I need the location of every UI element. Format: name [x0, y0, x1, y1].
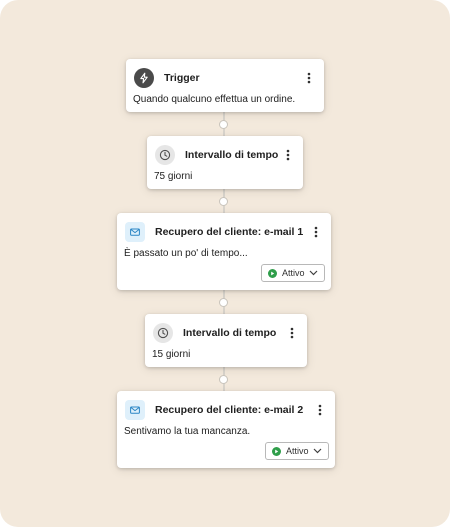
play-icon [268, 268, 277, 278]
email-card[interactable]: Recupero del cliente: e-mail 1 È passato… [117, 213, 331, 290]
step-title: Intervallo di tempo [183, 327, 277, 339]
step-title: Recupero del cliente: e-mail 2 [155, 404, 304, 416]
more-options-icon[interactable] [313, 401, 327, 419]
play-icon [272, 446, 281, 456]
clock-icon [155, 145, 175, 165]
interval-value: 15 giorni [152, 349, 191, 360]
email-card[interactable]: Recupero del cliente: e-mail 2 Sentivamo… [117, 391, 335, 468]
trigger-card[interactable]: Trigger Quando qualcuno effettua un ordi… [126, 59, 324, 112]
lightning-icon [134, 68, 154, 88]
step-title: Trigger [164, 72, 200, 84]
add-step-dot[interactable] [219, 120, 228, 129]
mail-icon [125, 222, 145, 242]
more-options-icon[interactable] [302, 69, 316, 87]
time-interval-card[interactable]: Intervallo di tempo 75 giorni [147, 136, 303, 189]
email-preview: È passato un po' di tempo... [124, 248, 248, 259]
add-step-dot[interactable] [219, 298, 228, 307]
more-options-icon[interactable] [309, 223, 323, 241]
chevron-down-icon [313, 448, 322, 454]
interval-value: 75 giorni [154, 171, 193, 182]
email-preview: Sentivamo la tua mancanza. [124, 426, 251, 437]
step-title: Recupero del cliente: e-mail 1 [155, 226, 304, 238]
add-step-dot[interactable] [219, 375, 228, 384]
status-dropdown[interactable]: Attivo [261, 264, 325, 282]
step-description: Quando qualcuno effettua un ordine. [133, 94, 296, 105]
step-title: Intervallo di tempo [185, 149, 279, 161]
more-options-icon[interactable] [281, 146, 295, 164]
status-label: Attivo [282, 268, 305, 278]
clock-icon [153, 323, 173, 343]
mail-icon [125, 400, 145, 420]
chevron-down-icon [309, 270, 318, 276]
add-step-dot[interactable] [219, 197, 228, 206]
time-interval-card[interactable]: Intervallo di tempo 15 giorni [145, 314, 307, 367]
status-dropdown[interactable]: Attivo [265, 442, 329, 460]
status-label: Attivo [286, 446, 309, 456]
more-options-icon[interactable] [285, 324, 299, 342]
